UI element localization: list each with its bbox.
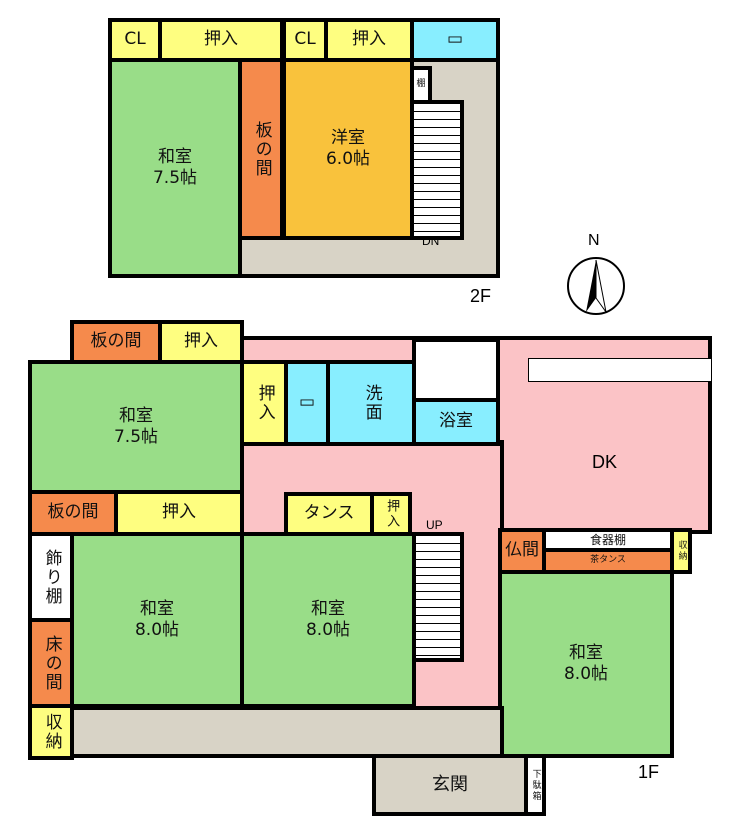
room-1f-corridor (70, 706, 504, 758)
stairs-2f (410, 100, 464, 240)
floor1-label: 1F (638, 762, 660, 782)
room-1f-senmen: 洗面 (326, 360, 416, 446)
room-1f-toilet: ▭ (284, 360, 330, 446)
room-2f-washitsu: 和室 7.5帖 (108, 58, 242, 278)
room-1f-washitsu-8b: 和室 8.0帖 (240, 532, 416, 708)
toilet-icon: ▭ (446, 29, 464, 50)
room-1f-oshiire-small: 押入 (240, 360, 288, 446)
room-2f-oshiire1: 押入 (158, 18, 284, 62)
room-1f-oshiire-mid: 押入 (114, 490, 244, 536)
room-1f-shuno-left: 収納 (28, 704, 74, 760)
room-1f-tansu: タンス (284, 492, 374, 536)
stairs-2f-label: DN (422, 234, 440, 248)
room-2f-tana: 棚 (410, 66, 432, 104)
room-1f-shuno-right: 収納 (670, 528, 692, 574)
compass-north-label: N (588, 232, 600, 249)
room-1f-washitsu-8a: 和室 8.0帖 (70, 532, 244, 708)
room-2f-cl2: CL (282, 18, 328, 62)
stairs-1f-label: UP (426, 518, 443, 532)
room-1f-oshiire-top: 押入 (158, 320, 244, 364)
room-2f-toilet: ▭ (410, 18, 500, 62)
room-2f-itanoma: 板の間 (238, 58, 284, 240)
toilet-icon: ▭ (298, 392, 316, 413)
bathtub (412, 338, 500, 402)
room-dk-label: DK (592, 452, 618, 472)
room-2f-oshiire2: 押入 (324, 18, 414, 62)
room-1f-tokonoma: 床の間 (28, 618, 74, 708)
room-1f-butsuma: 仏間 (498, 528, 546, 574)
room-1f-washitsu-8c: 和室 8.0帖 (498, 570, 674, 758)
compass-icon (567, 257, 625, 315)
room-1f-kazaridana: 飾り棚 (28, 532, 74, 622)
stairs-1f (412, 532, 464, 662)
room-2f-cl1: CL (108, 18, 162, 62)
room-1f-getabako: 下駄箱 (524, 754, 546, 816)
dk-counter (528, 358, 712, 382)
room-1f-itanoma-top: 板の間 (70, 320, 162, 364)
room-1f-oshiire-tansu: 押入 (370, 492, 412, 536)
room-1f-itanoma-mid: 板の間 (28, 490, 118, 536)
room-1f-washitsu-75: 和室 7.5帖 (28, 360, 244, 494)
room-2f-youshitsu: 洋室 6.0帖 (282, 58, 414, 240)
room-1f-genkan: 玄関 (372, 754, 528, 816)
floor2-label: 2F (470, 286, 492, 306)
room-1f-yokushitsu: 浴室 (412, 398, 500, 446)
